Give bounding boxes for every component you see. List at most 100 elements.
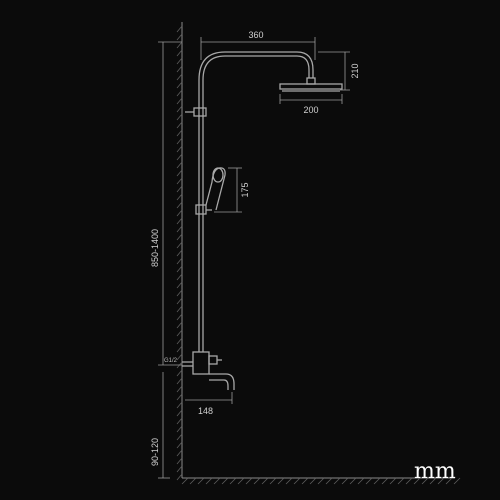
inlet-callout: G1/2 [158, 358, 182, 366]
label-inlet: G1/2 [164, 358, 178, 364]
wall-hatch-mark [176, 321, 183, 329]
floor-hatch-mark [277, 477, 285, 485]
wall-hatch-mark [176, 177, 183, 185]
wall-hatch-mark [176, 145, 183, 153]
floor-hatch-mark [317, 477, 325, 485]
dimension-head-drop: 210 [318, 51, 360, 91]
wall-hatch-mark [176, 345, 183, 353]
wall-hatch-mark [176, 289, 183, 297]
label-spout-reach: 148 [198, 406, 213, 416]
wall-hatch-mark [176, 385, 183, 393]
floor-hatch-mark [437, 477, 445, 485]
wall-hatch-mark [176, 273, 183, 281]
wall-hatch-mark [176, 433, 183, 441]
floor-hatch-mark [189, 477, 197, 485]
wall-hatch-mark [176, 57, 183, 65]
wall-hatch-mark [176, 129, 183, 137]
wall-hatch-mark [176, 441, 183, 449]
dimension-head-diameter: 200 [279, 94, 343, 115]
wall-hatch-mark [176, 49, 183, 57]
wall-hatch-mark [176, 89, 183, 97]
label-floor-height: 90-120 [150, 438, 160, 466]
wall-hatch-mark [176, 121, 183, 129]
hand-shower [195, 167, 226, 215]
dimension-spout-reach: 148 [185, 392, 233, 416]
floor-hatch-mark [261, 477, 269, 485]
floor-hatch-mark [245, 477, 253, 485]
wall-hatch-mark [176, 105, 183, 113]
wall-hatch-mark [176, 81, 183, 89]
floor-hatch-mark [341, 477, 349, 485]
floor-hatch-mark [453, 477, 461, 485]
wall-hatch-mark [176, 241, 183, 249]
wall-hatch-mark [176, 417, 183, 425]
wall-hatch-mark [176, 137, 183, 145]
floor-hatch-mark [325, 477, 333, 485]
wall-hatch-mark [176, 329, 183, 337]
wall-hatch-mark [176, 409, 183, 417]
floor [181, 477, 461, 485]
unit-label: mm [414, 459, 456, 484]
floor-hatch-mark [365, 477, 373, 485]
floor-hatching [181, 477, 461, 485]
floor-hatch-mark [357, 477, 365, 485]
floor-hatch-mark [445, 477, 453, 485]
wall-hatch-mark [176, 449, 183, 457]
wall-hatch-mark [176, 377, 183, 385]
wall-hatch-mark [176, 161, 183, 169]
mixer-valve [182, 351, 222, 375]
floor-hatch-mark [229, 477, 237, 485]
wall-hatch-mark [176, 113, 183, 121]
floor-hatch-mark [237, 477, 245, 485]
wall-hatch-mark [176, 153, 183, 161]
wall-hatch-mark [176, 73, 183, 81]
floor-hatch-mark [181, 477, 189, 485]
wall-hatch-mark [176, 169, 183, 177]
floor-hatch-mark [381, 477, 389, 485]
wall-hatch-mark [176, 305, 183, 313]
wall-hatch-mark [176, 97, 183, 105]
floor-hatch-mark [389, 477, 397, 485]
wall-hatch-mark [176, 457, 183, 465]
wall-hatch-mark [176, 25, 183, 33]
floor-hatch-mark [197, 477, 205, 485]
wall-hatch-mark [176, 393, 183, 401]
bath-spout [209, 373, 235, 390]
wall-hatch-mark [176, 209, 183, 217]
wall-hatch-mark [176, 185, 183, 193]
wall-hatch-mark [176, 465, 183, 473]
dimension-arm-width: 360 [200, 30, 316, 60]
floor-hatch-mark [285, 477, 293, 485]
floor-hatch-mark [413, 477, 421, 485]
wall-hatch-mark [176, 41, 183, 49]
floor-hatch-mark [349, 477, 357, 485]
wall-hatch-mark [176, 297, 183, 305]
wall-hatch-mark [176, 217, 183, 225]
floor-hatch-mark [309, 477, 317, 485]
floor-hatch-mark [293, 477, 301, 485]
wall [176, 22, 183, 481]
floor-hatch-mark [373, 477, 381, 485]
wall-hatch-mark [176, 233, 183, 241]
floor-hatch-mark [429, 477, 437, 485]
label-head-drop: 210 [350, 63, 360, 78]
label-arm-width: 360 [248, 30, 263, 40]
wall-hatch-mark [176, 265, 183, 273]
rain-shower-head [279, 77, 343, 92]
wall-hatch-mark [176, 425, 183, 433]
label-column-height: 850-1400 [150, 229, 160, 267]
wall-hatch-mark [176, 369, 183, 377]
wall-hatching [176, 25, 183, 481]
wall-hatch-mark [176, 33, 183, 41]
wall-hatch-mark [176, 337, 183, 345]
shower-column [185, 51, 314, 352]
floor-hatch-mark [213, 477, 221, 485]
floor-hatch-mark [269, 477, 277, 485]
floor-hatch-mark [405, 477, 413, 485]
wall-hatch-mark [176, 281, 183, 289]
floor-hatch-mark [421, 477, 429, 485]
wall-hatch-mark [176, 313, 183, 321]
wall-hatch-mark [176, 473, 183, 481]
